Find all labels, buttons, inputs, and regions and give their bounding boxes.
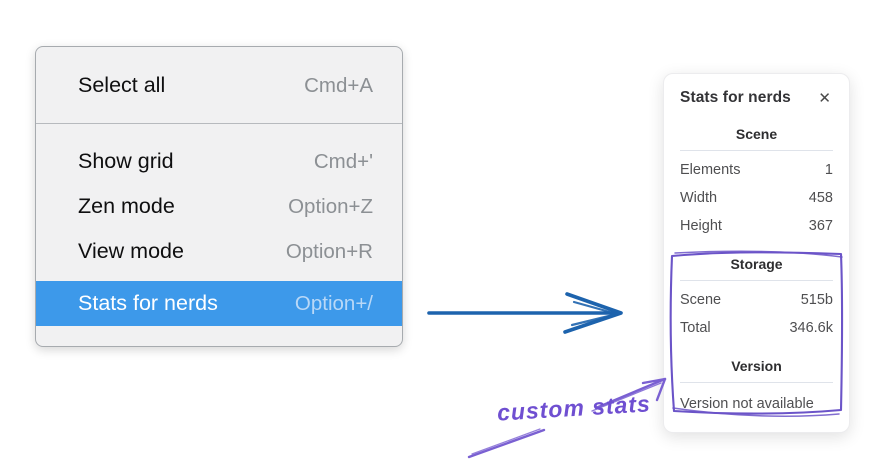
menu-item-shortcut: Option+/ [294,291,373,315]
menu-item-select-all[interactable]: Select all Cmd+A [36,63,402,108]
menu-item-stats-for-nerds[interactable]: Stats for nerds Option+/ [36,281,402,326]
section-divider [680,382,833,383]
menu-item-zen-mode[interactable]: Zen mode Option+Z [36,184,402,229]
stat-value: 367 [808,218,833,234]
stat-label: Height [680,218,722,234]
menu-item-shortcut: Cmd+A [304,73,373,97]
stats-section-storage: Storage Scene 515b Total 346.6k [680,240,833,342]
section-heading: Storage [730,256,783,272]
menu-item-label: Stats for nerds [78,291,218,315]
menu-item-label: Zen mode [78,194,175,218]
annotation-label: custom stats [496,390,652,426]
section-heading: Scene [735,126,778,142]
menu-item-shortcut: Cmd+' [313,149,373,173]
section-heading: Version [731,358,782,374]
stat-label: Width [680,190,718,206]
context-menu: Select all Cmd+A Show grid Cmd+' Zen mod… [35,46,403,347]
stat-row: Total 346.6k [680,314,833,342]
menu-item-shortcut: Option+Z [288,194,373,218]
stats-panel: Stats for nerds ✕ Scene Elements 1 Width… [663,73,850,433]
stat-label: Scene [680,292,722,308]
menu-divider [36,123,402,124]
version-note: Version not available [680,396,814,412]
context-menu-group-top: Select all Cmd+A [36,47,402,123]
stat-value: 346.6k [789,320,833,336]
stats-section-version: Version Version not available [680,342,833,418]
menu-item-shortcut: Option+R [285,239,373,263]
section-divider [680,150,833,151]
menu-item-show-grid[interactable]: Show grid Cmd+' [36,139,402,184]
stat-value: 1 [824,162,833,178]
pointer-arrow [427,292,623,334]
menu-item-view-mode[interactable]: View mode Option+R [36,229,402,274]
stats-section-scene: Scene Elements 1 Width 458 Height 367 [680,107,833,240]
stat-row: Width 458 [680,184,833,212]
stat-row: Elements 1 [680,156,833,184]
stat-row: Height 367 [680,212,833,240]
menu-item-label: View mode [78,239,184,263]
section-divider [680,280,833,281]
stat-value: 458 [808,190,833,206]
stat-label: Elements [680,162,741,178]
stat-label: Total [680,320,711,336]
menu-item-label: Select all [78,73,166,97]
stat-value: 515b [800,292,833,308]
context-menu-group-bottom: Show grid Cmd+' Zen mode Option+Z View m… [36,124,402,346]
stat-row: Scene 515b [680,286,833,314]
stats-panel-header: Stats for nerds ✕ [680,89,833,107]
menu-item-label: Show grid [78,149,174,173]
stats-panel-title: Stats for nerds [680,89,791,106]
close-icon[interactable]: ✕ [818,89,831,107]
